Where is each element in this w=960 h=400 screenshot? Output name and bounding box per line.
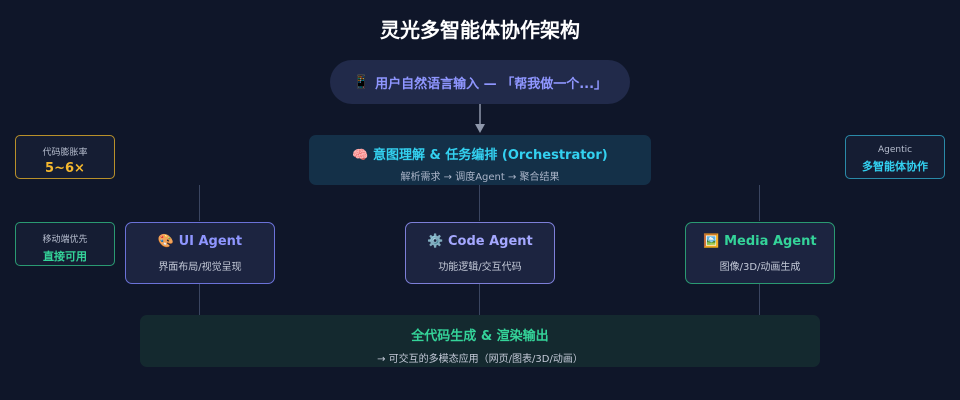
agent-desc: 界面布局/视觉呈现	[158, 262, 242, 273]
diagram-title: 灵光多智能体协作架构	[380, 18, 580, 42]
connector-line	[759, 185, 760, 221]
orchestrator-node: 🧠 意图理解 & 任务编排 (Orchestrator) 解析需求 → 调度Ag…	[309, 135, 651, 185]
brain-icon: 🧠	[352, 148, 369, 163]
agent-title-row: 🖼️ Media Agent	[686, 234, 834, 249]
output-node: 全代码生成 & 渲染输出 → 可交互的多模态应用（网页/图表/3D/动画）	[140, 315, 820, 367]
gear-icon: ⚙️	[427, 234, 444, 249]
connector-line	[759, 284, 760, 315]
stat-agentic: Agentic 多智能体协作	[845, 135, 945, 179]
orchestrator-title: 意图理解 & 任务编排 (Orchestrator)	[372, 148, 608, 163]
agent-desc: 功能逻辑/交互代码	[438, 262, 522, 273]
agent-title-row: 🎨 UI Agent	[126, 234, 274, 249]
connector-line	[479, 284, 480, 315]
connector-line	[479, 185, 480, 221]
stat-value: 5~6×	[45, 161, 85, 176]
agent-name: Code Agent	[447, 234, 533, 249]
ui-agent-node: 🎨 UI Agent 界面布局/视觉呈现	[125, 222, 275, 284]
user-input-node: 📱 用户自然语言输入 — 「帮我做一个...」	[330, 60, 630, 104]
orchestrator-subtitle: 解析需求 → 调度Agent → 聚合结果	[400, 172, 560, 183]
stat-value: 直接可用	[43, 250, 87, 263]
user-input-label: 用户自然语言输入 — 「帮我做一个...」	[375, 76, 608, 92]
mobile-phone-icon: 📱	[352, 74, 370, 90]
code-agent-node: ⚙️ Code Agent 功能逻辑/交互代码	[405, 222, 555, 284]
output-subtitle: → 可交互的多模态应用（网页/图表/3D/动画）	[377, 354, 583, 365]
stat-label: 移动端优先	[42, 235, 88, 245]
stat-mobile-first: 移动端优先 直接可用	[15, 222, 115, 266]
output-title: 全代码生成 & 渲染输出	[411, 329, 549, 344]
palette-icon: 🎨	[157, 234, 175, 249]
agent-desc: 图像/3D/动画生成	[719, 262, 801, 273]
orchestrator-title-row: 🧠 意图理解 & 任务编排 (Orchestrator)	[309, 144, 651, 163]
stat-code-expansion: 代码膨胀率 5~6×	[15, 135, 115, 179]
agent-name: UI Agent	[178, 234, 243, 249]
agent-name: Media Agent	[724, 234, 817, 249]
picture-icon: 🖼️	[703, 234, 720, 249]
stat-value: 多智能体协作	[862, 160, 928, 173]
connector-line	[199, 185, 200, 221]
connector-line	[199, 284, 200, 315]
stat-label: 代码膨胀率	[42, 148, 88, 158]
stat-label: Agentic	[877, 145, 913, 155]
input-arrow	[475, 104, 485, 133]
agent-title-row: ⚙️ Code Agent	[406, 234, 554, 249]
media-agent-node: 🖼️ Media Agent 图像/3D/动画生成	[685, 222, 835, 284]
